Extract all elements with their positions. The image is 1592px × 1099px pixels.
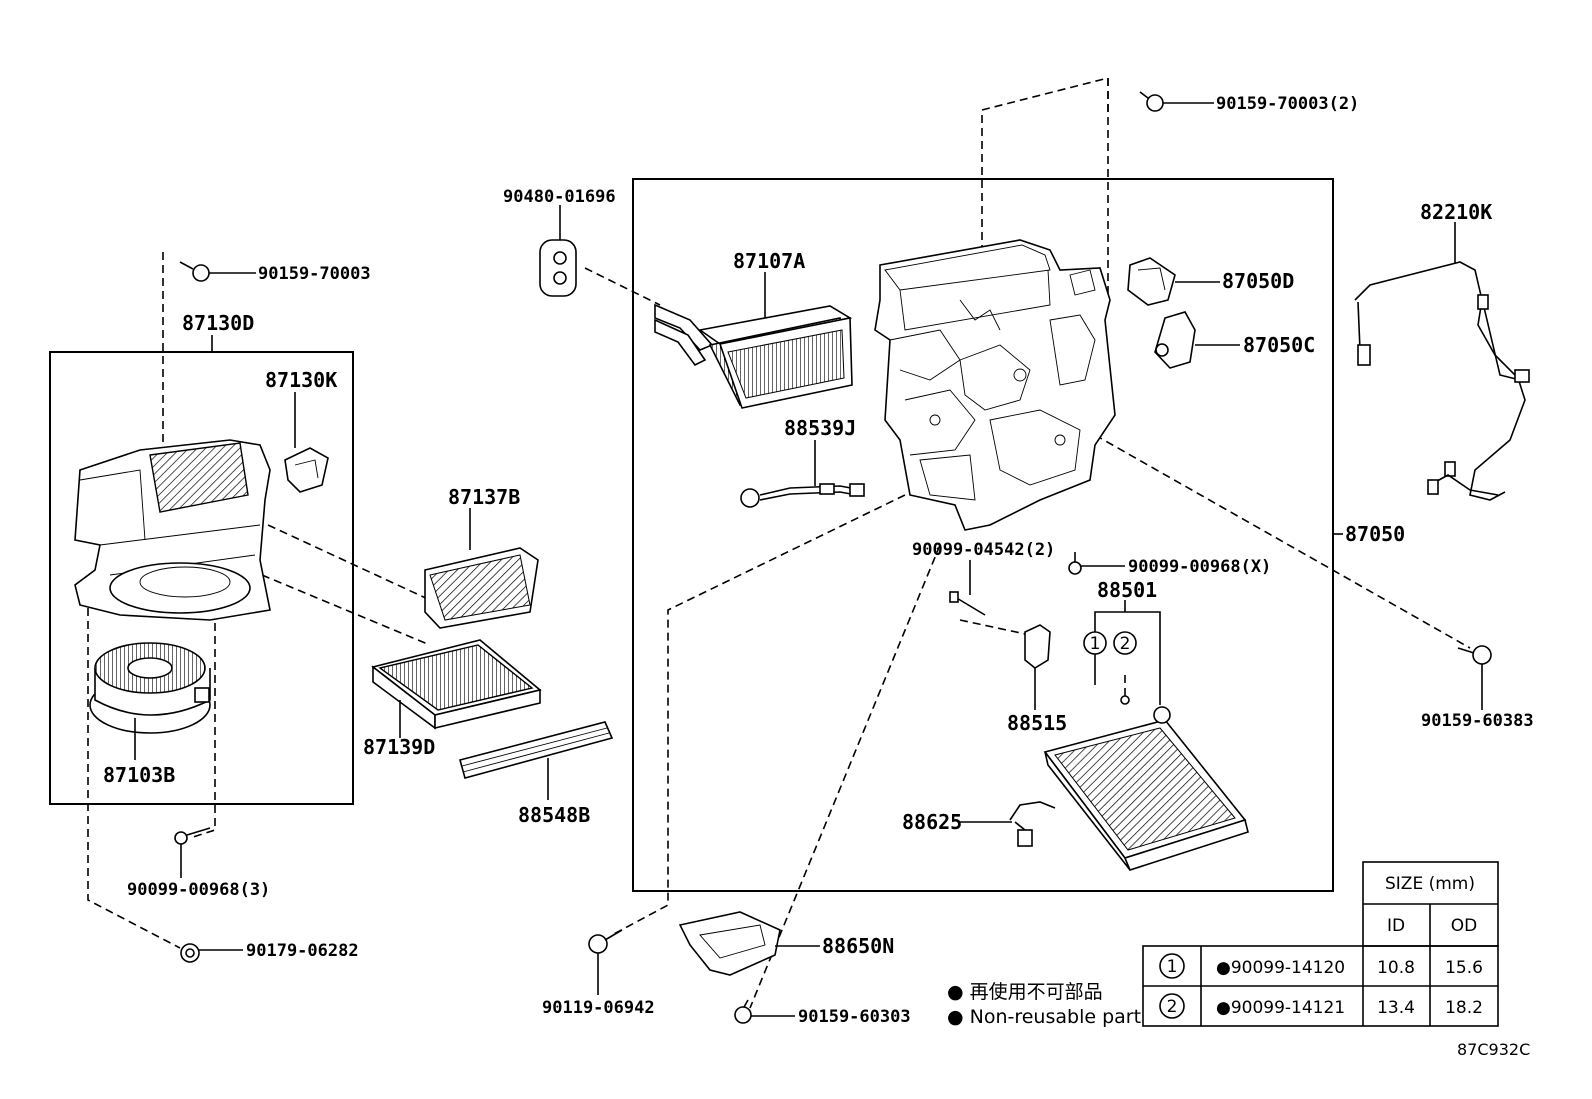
o-ring-marker-1 [1083, 631, 1107, 655]
label-87130K: 87130K [265, 368, 337, 392]
row1-marker-circle [1159, 953, 1185, 979]
o-ring-markers: 1 2 [1083, 631, 1137, 705]
row2-id: 13.4 [1377, 998, 1415, 1018]
nut-90179-06282 [180, 943, 200, 963]
row2-marker: 2 [1167, 997, 1178, 1017]
fasteners [174, 91, 1492, 1024]
row1-od: 15.6 [1445, 958, 1483, 978]
col-od-header: OD [1451, 916, 1477, 936]
row1-marker: 1 [1167, 957, 1178, 977]
label-90179-06282: 90179-06282 [246, 941, 359, 961]
blower-motor-87103B [89, 642, 211, 734]
o-ring-marker-1-text: 1 [1090, 634, 1101, 654]
screw-90159-60383 [1457, 645, 1492, 665]
bracket-88650N [678, 911, 781, 976]
dashed-connectors [87, 76, 1471, 1009]
row2-marker-circle [1159, 993, 1185, 1019]
thermistor-wire-88539J [740, 483, 865, 508]
evaporator-88501 [1043, 706, 1249, 871]
label-87050C: 87050C [1243, 333, 1315, 357]
row1-id: 10.8 [1377, 958, 1415, 978]
servo-motor-87050D [1127, 257, 1176, 306]
air-filter-87139D [371, 639, 542, 730]
label-90159-60303: 90159-60303 [798, 1007, 911, 1027]
row1-part: ●90099-14120 [1216, 958, 1345, 978]
label-90159-70003: 90159-70003 [258, 264, 371, 284]
screw-90159-70003-2 [1139, 91, 1164, 112]
grommet-90480-01696 [539, 239, 577, 297]
col-id-header: ID [1387, 916, 1405, 936]
label-90119-06942: 90119-06942 [542, 998, 655, 1018]
label-88625: 88625 [902, 810, 962, 834]
label-87137B: 87137B [448, 485, 520, 509]
row2-od: 18.2 [1445, 998, 1483, 1018]
label-87103B: 87103B [103, 763, 175, 787]
label-88650N: 88650N [822, 934, 894, 958]
label-82210K: 82210K [1420, 200, 1492, 224]
blower-unit-frame [49, 351, 354, 805]
legend: ● 再使用不可部品 ● Non-reusable part [947, 981, 1141, 1028]
heater-case-87050 [874, 239, 1116, 531]
o-ring-marker-2-text: 2 [1120, 634, 1131, 654]
blower-resistor-87130K [284, 447, 329, 493]
label-88501: 88501 [1097, 578, 1157, 602]
wire-harness-82210K [1354, 261, 1530, 501]
legend-japanese: ● 再使用不可部品 [947, 981, 1103, 1003]
screw-90159-60303 [734, 999, 752, 1024]
leader-lines [134, 102, 1483, 1017]
label-90099-00968-3: 90099-00968(3) [127, 880, 270, 900]
label-88539J: 88539J [784, 416, 856, 440]
label-90159-60383: 90159-60383 [1421, 711, 1534, 731]
air-inlet-door-87137B [424, 547, 539, 629]
thermistor-88625 [1009, 801, 1056, 847]
label-88515: 88515 [1007, 711, 1067, 735]
label-90099-04542-2: 90099-04542(2) [912, 540, 1055, 560]
label-90159-70003-2: 90159-70003(2) [1216, 94, 1359, 114]
heater-core-87107A [654, 303, 853, 409]
blower-case-87130D [74, 439, 271, 621]
label-87130D: 87130D [182, 311, 254, 335]
part-labels: 90159-70003(2) 90480-01696 82210K 87107A… [103, 94, 1534, 1027]
size-header: SIZE (mm) [1385, 874, 1475, 894]
label-90480-01696: 90480-01696 [503, 187, 616, 207]
label-90099-00968-X: 90099-00968(X) [1128, 557, 1271, 577]
heater-unit-frame [632, 178, 1334, 892]
servo-motor-87050C [1154, 311, 1196, 369]
size-table: SIZE (mm) ID OD 1 ●90099-14120 10.8 15.6… [1142, 861, 1499, 1027]
screw-90119-06942 [588, 929, 623, 954]
drain-hose-88548B [459, 721, 614, 779]
row2-part: ●90099-14121 [1216, 998, 1345, 1018]
label-87107A: 87107A [733, 249, 805, 273]
drawing-code: 87C932C [1457, 1040, 1530, 1059]
label-88548B: 88548B [518, 803, 590, 827]
o-ring-marker-2 [1113, 631, 1137, 655]
screw-90159-70003 [179, 261, 210, 282]
screw-90099-00968-3 [174, 827, 211, 845]
label-87139D: 87139D [363, 735, 435, 759]
label-87050D: 87050D [1222, 269, 1294, 293]
label-87050: 87050 [1345, 522, 1405, 546]
screw-90099-00968-X [1068, 552, 1082, 575]
legend-english: ● Non-reusable part [947, 1006, 1141, 1028]
expansion-valve-88515 [949, 591, 1051, 669]
